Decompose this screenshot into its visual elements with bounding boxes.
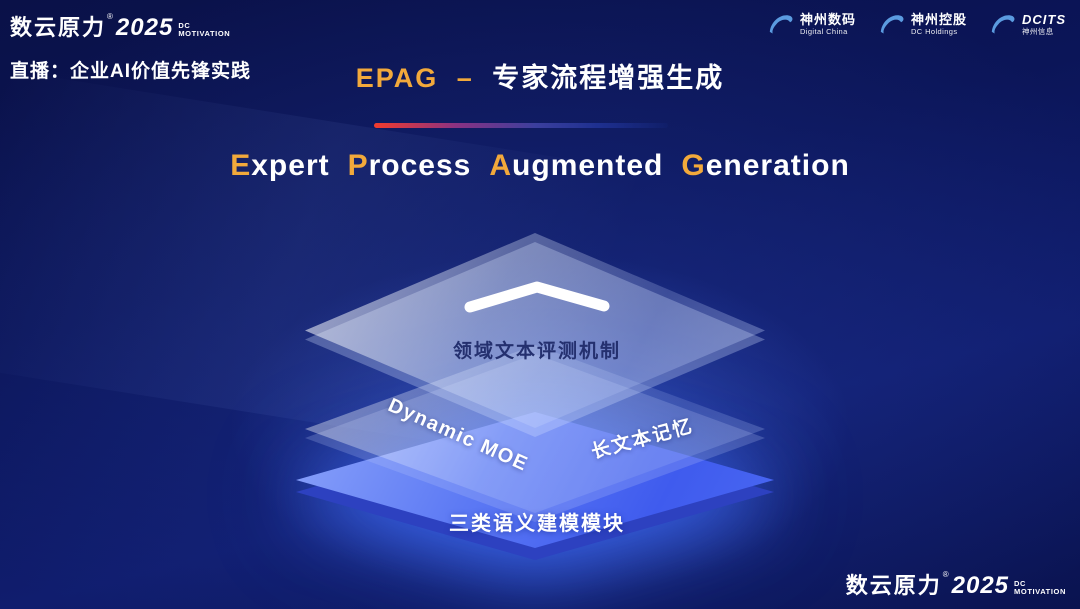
brand-logo-bottom-right: 数云原力 ® 2025 DC MOTIVATION [846, 568, 1066, 600]
brand-logo-top-left: 数云原力 ® 2025 DC MOTIVATION [10, 10, 230, 42]
brand-sub-line1: DC [1014, 578, 1027, 588]
brand-sub-line1: DC [178, 20, 191, 30]
partner-logos: 神州数码 Digital China 神州控股 DC Holdings DCIT… [767, 11, 1066, 38]
headline-word: Process [348, 149, 472, 183]
brand-year: 2025 [115, 14, 174, 41]
partner-dcits: DCITS 神州信息 [989, 11, 1066, 38]
partner-text: 神州控股 DC Holdings [910, 11, 967, 37]
partner-dc-holdings: 神州控股 DC Holdings [878, 11, 967, 38]
headline-rest: rocess [368, 149, 472, 182]
partner-text: 神州数码 Digital China [799, 11, 856, 37]
headline-cap: G [681, 149, 706, 182]
slide-title-dash: – [456, 63, 474, 93]
layer-dynamic-moe-memory [305, 345, 765, 522]
brand-sub-line2: MOTIVATION [1014, 587, 1066, 597]
partner-name: 神州控股 [910, 11, 967, 27]
partner-subname: DC Holdings [910, 26, 958, 36]
brand-name: 数云原力 [845, 573, 942, 598]
registered-mark: ® [107, 12, 113, 21]
layer-domain-evaluation [305, 233, 765, 437]
brand-subtitle: DC MOTIVATION [1014, 578, 1066, 597]
live-label: 直播：企业AI价值先锋实践 [10, 61, 252, 82]
slide-title: EPAG – 专家流程增强生成 [0, 56, 1080, 95]
partner-name: DCITS [1022, 11, 1066, 27]
registered-mark: ® [942, 570, 949, 579]
partner-text: DCITS 神州信息 [1022, 11, 1066, 37]
headline-rest: ugmented [512, 149, 664, 182]
headline-word: Augmented [489, 149, 663, 183]
brand-year: 2025 [951, 572, 1010, 599]
partner-name: 神州数码 [799, 11, 856, 27]
brand-sub-line2: MOTIVATION [178, 29, 231, 39]
headline-word: Expert [230, 149, 329, 183]
partner-subname: Digital China [799, 26, 848, 36]
headline: Expert Process Augmented Generation [0, 149, 1080, 183]
bottom-layer-label: 三类语义建模模块 [449, 513, 625, 535]
slide-title-en: EPAG [355, 63, 439, 93]
title-divider [374, 123, 668, 128]
headline-rest: xpert [251, 149, 330, 182]
partner-swoosh-icon [769, 15, 793, 34]
partner-swoosh-icon [991, 15, 1015, 34]
slide-title-zh: 专家流程增强生成 [492, 63, 725, 93]
headline-rest: eneration [705, 149, 850, 182]
headline-cap: A [489, 149, 513, 182]
headline-cap: P [347, 149, 369, 182]
layer-semantic-modeling [296, 412, 774, 560]
partner-subname: 神州信息 [1022, 26, 1054, 36]
partner-digital-china: 神州数码 Digital China [767, 11, 856, 38]
brand-name: 数云原力 [10, 15, 107, 40]
partner-swoosh-icon [880, 15, 904, 34]
headline-cap: E [230, 149, 252, 182]
headline-word: Generation [681, 149, 849, 183]
brand-subtitle: DC MOTIVATION [178, 20, 231, 39]
chevron-up-icon [464, 281, 610, 313]
top-layer-label: 领域文本评测机制 [452, 341, 621, 362]
